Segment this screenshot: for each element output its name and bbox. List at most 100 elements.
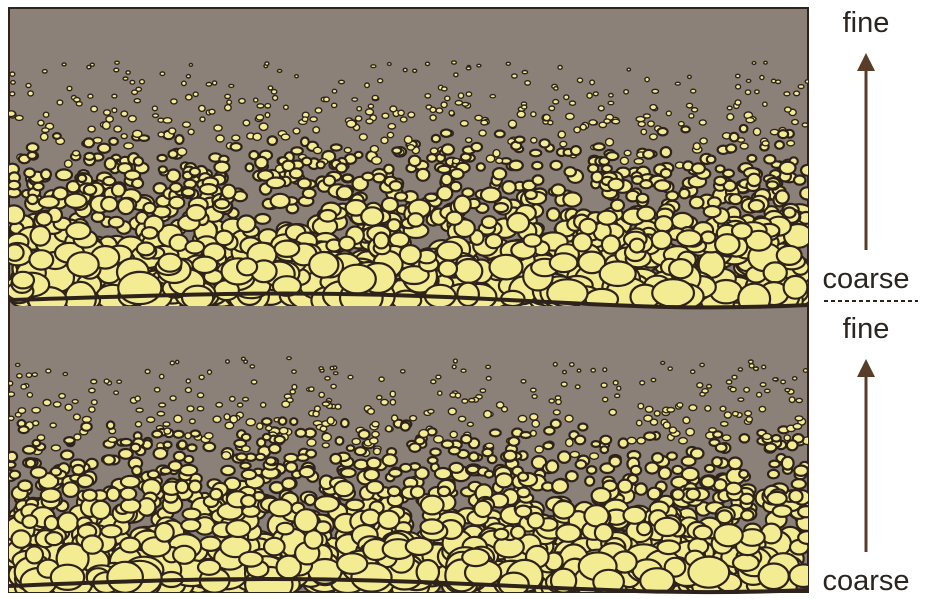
sediment-grain (749, 200, 764, 212)
sediment-grain (746, 79, 750, 82)
sediment-grain (726, 483, 742, 495)
sediment-grain (762, 141, 769, 146)
sediment-grain (339, 80, 345, 83)
sediment-grain (41, 133, 48, 140)
sediment-grain (43, 112, 48, 117)
sediment-grain (4, 205, 25, 224)
sediment-grain (39, 196, 59, 208)
sediment-grain (721, 422, 728, 427)
sediment-grain (130, 80, 135, 84)
sediment-grain (793, 424, 801, 430)
sediment-grain (689, 114, 694, 118)
sediment-grain (413, 69, 417, 72)
sediment-grain (435, 468, 451, 479)
sediment-grain (158, 254, 181, 272)
sediment-grain (507, 213, 529, 233)
sediment-grain (367, 481, 384, 493)
sediment-grain (383, 454, 397, 466)
sediment-grain (301, 138, 309, 147)
sediment-grain (601, 383, 607, 388)
sediment-grain (173, 546, 195, 564)
sediment-grain (455, 393, 460, 398)
sediment-grain (730, 133, 739, 142)
sediment-grain (213, 81, 217, 85)
sediment-grain (31, 226, 51, 246)
sediment-grain (652, 89, 659, 93)
sediment-grain (336, 437, 344, 445)
sediment-grain (118, 198, 134, 214)
sediment-grain (56, 169, 72, 180)
sediment-grain (121, 134, 127, 139)
sediment-grain (655, 180, 671, 191)
sediment-grain (243, 120, 250, 126)
sediment-grain (760, 383, 766, 387)
sediment-grain (231, 143, 242, 151)
sediment-grain (792, 120, 799, 125)
sediment-grain (609, 409, 616, 415)
sediment-grain (267, 178, 285, 189)
sediment-grain (178, 441, 186, 449)
sediment-grain (123, 77, 128, 80)
sediment-grain (388, 487, 400, 497)
sediment-grain (112, 94, 117, 98)
sediment-grain (785, 107, 791, 112)
sediment-grain (155, 388, 160, 392)
sediment-grain (553, 410, 560, 415)
sediment-grain (242, 446, 250, 452)
sediment-grain (362, 173, 373, 181)
sediment-grain (101, 197, 117, 212)
sediment-grain (103, 177, 115, 185)
sediment-grain (765, 443, 777, 451)
legend-upper: fine coarse (822, 7, 909, 295)
sediment-grain (256, 115, 263, 120)
sediment-grain (114, 126, 122, 132)
sediment-grain (46, 532, 63, 545)
sediment-grain (691, 370, 695, 373)
sediment-grain (348, 375, 353, 379)
sediment-grain (694, 526, 712, 540)
sediment-grain (157, 412, 164, 416)
sediment-grain (787, 440, 798, 450)
sediment-grain (667, 408, 675, 413)
sediment-grain (10, 92, 15, 96)
sediment-grain (522, 105, 527, 109)
sediment-grain (717, 510, 732, 523)
sediment-grain (135, 422, 141, 427)
sediment-grain (208, 370, 212, 374)
sediment-grain (535, 446, 543, 453)
sediment-grain (185, 433, 191, 439)
sediment-grain (335, 404, 341, 409)
sediment-grain (496, 158, 503, 163)
sediment-grain (760, 76, 764, 80)
sediment-grain (280, 427, 288, 434)
sediment-grain (355, 447, 366, 455)
sediment-grain (430, 115, 436, 121)
sediment-grain (419, 430, 428, 438)
sediment-grain (392, 148, 401, 154)
sediment-grain (736, 74, 740, 77)
sediment-grain (704, 206, 721, 217)
sediment-grain (204, 443, 216, 452)
sediment-grain (727, 114, 734, 120)
sediment-grain (10, 72, 15, 76)
sediment-grain (374, 448, 381, 455)
sediment-grain (741, 510, 753, 520)
sediment-grain (409, 156, 421, 166)
sediment-grain (759, 406, 765, 411)
sediment-grain (512, 74, 517, 78)
sediment-grain (453, 158, 460, 163)
sediment-grain (236, 453, 246, 460)
sediment-grain (273, 96, 278, 101)
sediment-grain (355, 116, 361, 121)
sediment-grain (485, 471, 493, 478)
sediment-grain (726, 380, 731, 384)
sediment-grain (200, 117, 205, 122)
sediment-grain (230, 416, 237, 423)
sediment-grain (700, 363, 704, 366)
sediment-grain (530, 414, 538, 420)
sediment-grain (745, 411, 752, 416)
sediment-grain (32, 373, 37, 377)
sediment-grain (780, 162, 796, 174)
sediment-grain (67, 86, 72, 90)
